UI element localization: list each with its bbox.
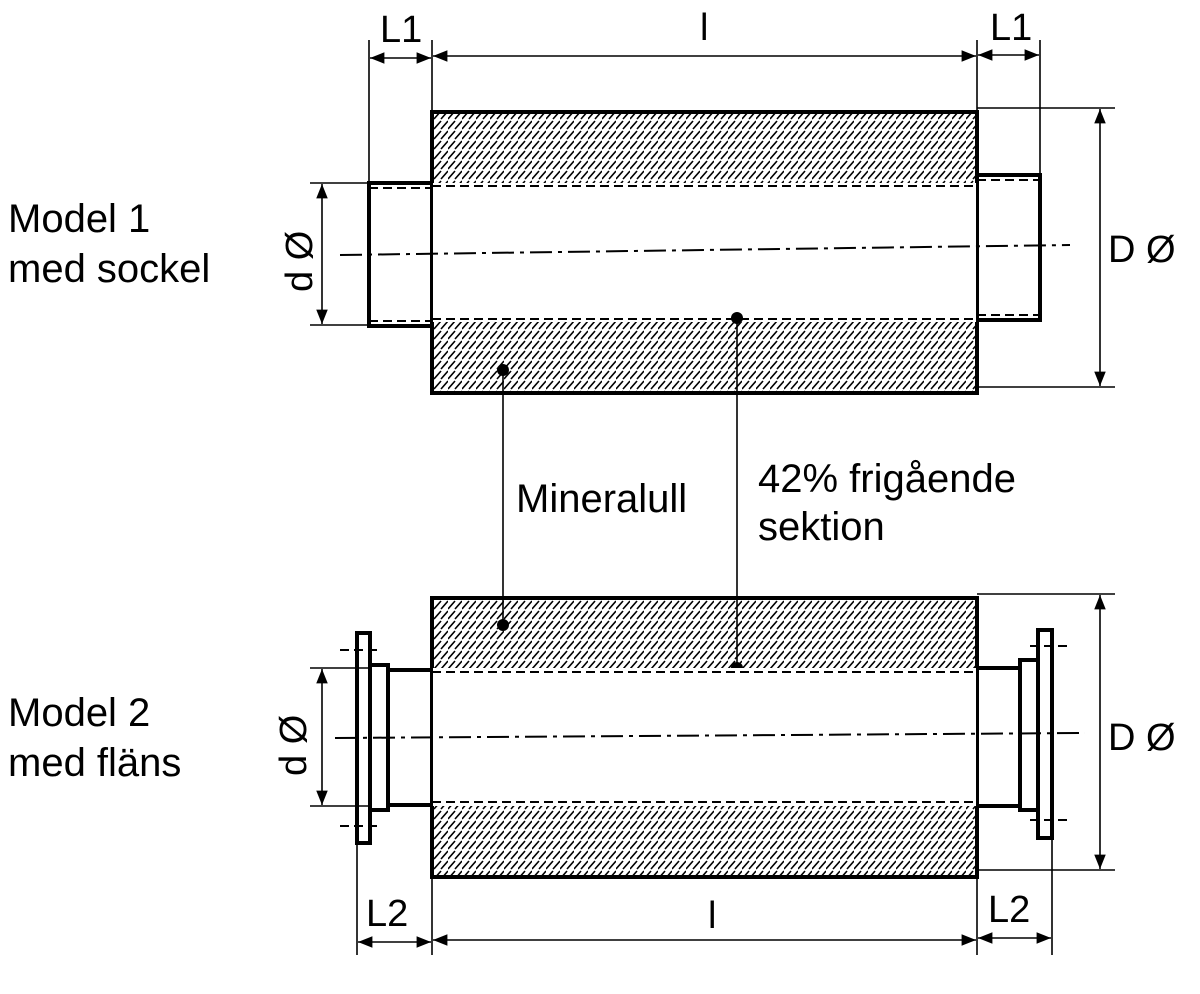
model2-dim-L2-left: L2: [366, 893, 408, 935]
model2-title: Model 2: [8, 691, 150, 735]
model2-dim-l: l: [708, 895, 716, 937]
model2-insulation-bottom: [432, 806, 977, 877]
model2-insulation-top: [432, 598, 977, 668]
model2-flange-ring-right: [1018, 658, 1040, 812]
model1-dim-L1-right: L1: [990, 7, 1032, 49]
model1-socket-right: [977, 173, 1042, 322]
model2-dim-L2-right: L2: [988, 889, 1030, 931]
model1-subtitle: med sockel: [8, 247, 210, 291]
model1-dim-L1-left: L1: [380, 9, 422, 51]
model2-centerline: [334, 732, 1086, 739]
model1-dim-d: d Ø: [279, 231, 321, 292]
model2-subtitle: med fläns: [8, 741, 181, 785]
model1-drawing: L1 l L1 D Ø d Ø: [279, 7, 1176, 395]
free-section-label-2: sektion: [758, 505, 885, 549]
model1-centerline: [339, 244, 1071, 256]
model1-body: [430, 110, 979, 395]
model2-dim-D: D Ø: [1108, 717, 1176, 759]
mineral-wool-label: Mineralull: [516, 477, 687, 521]
model1-insulation-bottom: [432, 322, 977, 393]
model2-dim-d: d Ø: [273, 715, 315, 776]
callouts: [497, 312, 1070, 674]
free-section-label-1: 42% frigående: [758, 457, 1016, 501]
model1-title: Model 1: [8, 197, 150, 241]
model1-dim-l: l: [700, 7, 708, 49]
model1-insulation-top: [432, 112, 977, 183]
model1-dim-D: D Ø: [1108, 229, 1176, 271]
model2-drawing: L2 l L2 D Ø d Ø: [273, 593, 1176, 955]
